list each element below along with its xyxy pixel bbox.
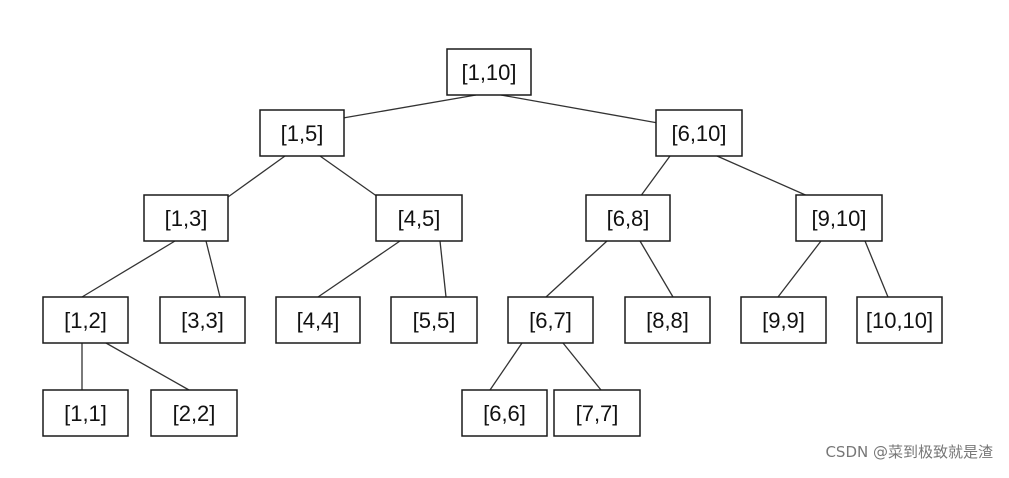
node-box xyxy=(259,109,345,157)
edge-n1_2-n2_2 xyxy=(105,342,190,391)
tree-node-n9_10: [9,10] xyxy=(795,194,883,242)
node-box xyxy=(461,389,548,437)
node-box xyxy=(740,296,827,344)
edge-n6_8-n8_8 xyxy=(639,240,674,298)
tree-node-n1_1: [1,1] xyxy=(42,389,129,437)
node-label: [1,5] xyxy=(281,121,324,146)
node-box xyxy=(446,48,532,96)
node-box xyxy=(150,389,238,437)
edge-n1_5-n1_3 xyxy=(227,155,286,198)
node-label: [6,10] xyxy=(671,121,726,146)
edge-n4_5-n5_5 xyxy=(439,240,447,298)
node-box xyxy=(655,109,743,157)
node-label: [1,1] xyxy=(64,401,107,426)
node-box xyxy=(856,296,943,344)
edge-n9_10-n10_10 xyxy=(864,240,889,298)
tree-node-n6_7: [6,7] xyxy=(507,296,594,344)
edge-n6_7-n6_6 xyxy=(489,342,523,391)
edge-n6_7-n7_7 xyxy=(562,342,602,391)
edge-n1_5-n4_5 xyxy=(319,155,379,198)
node-label: [2,2] xyxy=(173,401,216,426)
tree-node-n6_10: [6,10] xyxy=(655,109,743,157)
edge-n1_10-n1_5 xyxy=(342,94,477,119)
node-label: [6,6] xyxy=(483,401,526,426)
tree-node-n7_7: [7,7] xyxy=(553,389,641,437)
edge-n4_5-n4_4 xyxy=(317,240,401,298)
node-label: [4,4] xyxy=(297,308,340,333)
edge-n6_10-n9_10 xyxy=(716,155,811,198)
node-label: [5,5] xyxy=(413,308,456,333)
node-box xyxy=(42,296,129,344)
node-box xyxy=(42,389,129,437)
tree-node-n3_3: [3,3] xyxy=(159,296,246,344)
tree-node-n1_10: [1,10] xyxy=(446,48,532,96)
tree-node-n10_10: [10,10] xyxy=(856,296,943,344)
edge-n6_10-n6_8 xyxy=(639,155,671,198)
node-label: [1,10] xyxy=(461,60,516,85)
node-label: [9,9] xyxy=(762,308,805,333)
node-box xyxy=(275,296,361,344)
edge-n1_10-n6_10 xyxy=(500,94,659,124)
node-label: [9,10] xyxy=(811,206,866,231)
node-box xyxy=(143,194,229,242)
node-label: [10,10] xyxy=(866,308,933,333)
edge-n9_10-n9_9 xyxy=(777,240,822,298)
tree-node-n6_8: [6,8] xyxy=(585,194,671,242)
node-box xyxy=(375,194,463,242)
node-label: [1,3] xyxy=(165,206,208,231)
node-label: [6,7] xyxy=(529,308,572,333)
tree-node-n6_6: [6,6] xyxy=(461,389,548,437)
tree-node-n9_9: [9,9] xyxy=(740,296,827,344)
node-label: [6,8] xyxy=(607,206,650,231)
node-box xyxy=(553,389,641,437)
node-label: [1,2] xyxy=(64,308,107,333)
node-label: [3,3] xyxy=(181,308,224,333)
node-box xyxy=(390,296,478,344)
node-label: [7,7] xyxy=(576,401,619,426)
edge-n1_3-n3_3 xyxy=(205,240,221,298)
edges-layer xyxy=(81,94,889,391)
tree-node-n1_2: [1,2] xyxy=(42,296,129,344)
node-label: [4,5] xyxy=(398,206,441,231)
edge-n6_8-n6_7 xyxy=(545,240,608,298)
tree-node-n4_4: [4,4] xyxy=(275,296,361,344)
tree-node-n1_5: [1,5] xyxy=(259,109,345,157)
node-box xyxy=(624,296,711,344)
node-label: [8,8] xyxy=(646,308,689,333)
edge-n1_3-n1_2 xyxy=(81,240,176,298)
tree-node-n2_2: [2,2] xyxy=(150,389,238,437)
tree-node-n8_8: [8,8] xyxy=(624,296,711,344)
node-box xyxy=(507,296,594,344)
nodes-layer: [1,10] [1,5] [6,10] [1,3] [4,5] [6,8] [9,10] [1… xyxy=(42,48,943,437)
tree-node-n4_5: [4,5] xyxy=(375,194,463,242)
node-box xyxy=(585,194,671,242)
node-box xyxy=(795,194,883,242)
tree-node-n5_5: [5,5] xyxy=(390,296,478,344)
tree-node-n1_3: [1,3] xyxy=(143,194,229,242)
csdn-watermark: CSDN @菜到极致就是渣 xyxy=(825,443,993,461)
node-box xyxy=(159,296,246,344)
